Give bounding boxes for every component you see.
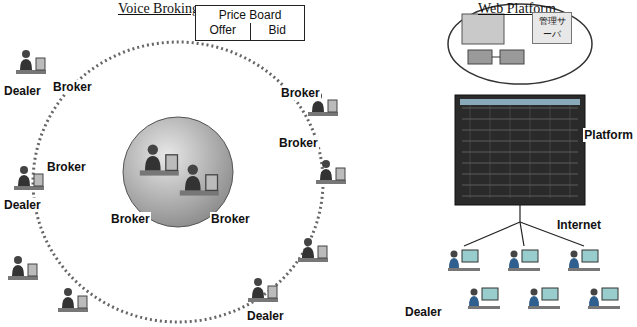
dealer-label: Dealer [246,309,285,323]
dealer-label: Dealer [3,84,42,98]
server-link [492,57,500,58]
server-box: 管理サーバ [532,12,572,44]
dealer-label: Dealer [3,198,42,212]
board-heading: Price Board [196,6,304,23]
platform-label: Platform [583,128,634,142]
broker-label: Broker [278,136,319,150]
broker-ring [33,42,323,322]
board-row: OfferBid [196,23,304,40]
broker-label: Broker [280,86,321,100]
internet-label: Internet [556,218,602,232]
screen-grid [460,99,580,198]
broker-label: Broker [46,160,87,174]
board-column: Offer [196,23,251,40]
price-board: Price BoardOfferBid [195,5,305,41]
people [8,50,620,312]
platform-screen [455,95,585,205]
server-icon [500,50,524,64]
server-text: 管理サーバ [536,15,568,41]
broker-label: Broker [52,80,93,94]
broker-desk-circle [123,117,233,227]
server-icon [468,50,492,64]
dealer-label: Dealer [404,305,443,319]
broker-label: Broker [110,212,151,226]
server-icon [462,14,504,44]
broker-label: Broker [210,212,251,226]
board-column: Bid [251,23,305,40]
section-title: Voice Broking [118,1,199,17]
